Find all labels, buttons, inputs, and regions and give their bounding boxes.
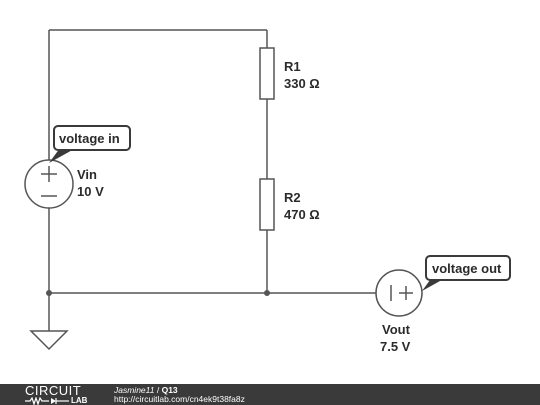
title-separator: / xyxy=(154,385,162,395)
voltage-out-tag-text: voltage out xyxy=(432,261,502,276)
author-title-line: Jasmine11 / Q13 xyxy=(114,386,245,395)
r1-name-label: R1 xyxy=(284,59,301,74)
r1-value-label: 330 Ω xyxy=(284,76,320,91)
vin-name-label: Vin xyxy=(77,167,97,182)
author-link[interactable]: Jasmine11 xyxy=(114,385,155,395)
circuit-title[interactable]: Q13 xyxy=(161,385,178,395)
voltage-in-tag: voltage in xyxy=(49,125,131,163)
vout-value-label: 7.5 V xyxy=(380,339,411,354)
voltage-source-vin xyxy=(24,159,74,209)
vin-value-label: 10 V xyxy=(77,184,104,199)
circuitlab-logo[interactable]: CIRCUIT LAB xyxy=(25,384,95,405)
junction-node-right xyxy=(264,290,270,296)
vout-name-label: Vout xyxy=(382,322,411,337)
circuit-schematic: R1 330 Ω R2 470 Ω Vin 10 V voltage in Vo… xyxy=(24,29,511,354)
footer-meta: Jasmine11 / Q13 http://circuitlab.com/cn… xyxy=(114,386,245,404)
circuit-url[interactable]: http://circuitlab.com/cn4ek9t38fa8z xyxy=(114,394,245,404)
junction-node-left xyxy=(46,290,52,296)
footer-bar: CIRCUIT LAB Jasmine11 / Q13 http://circu… xyxy=(0,384,540,405)
logo-circuit-icon xyxy=(25,397,69,405)
logo-wordmark-bottom: LAB xyxy=(25,396,95,405)
logo-wordmark-top: CIRCUIT xyxy=(25,383,82,398)
r2-name-label: R2 xyxy=(284,190,301,205)
voltage-out-tag: voltage out xyxy=(422,255,511,291)
logo-lab-text: LAB xyxy=(71,396,88,405)
r2-value-label: 470 Ω xyxy=(284,207,320,222)
resistor-r2 xyxy=(259,178,275,231)
voltage-in-tag-text: voltage in xyxy=(59,131,120,146)
resistor-r1 xyxy=(259,47,275,100)
ground-symbol xyxy=(29,330,69,351)
wires xyxy=(48,29,376,331)
